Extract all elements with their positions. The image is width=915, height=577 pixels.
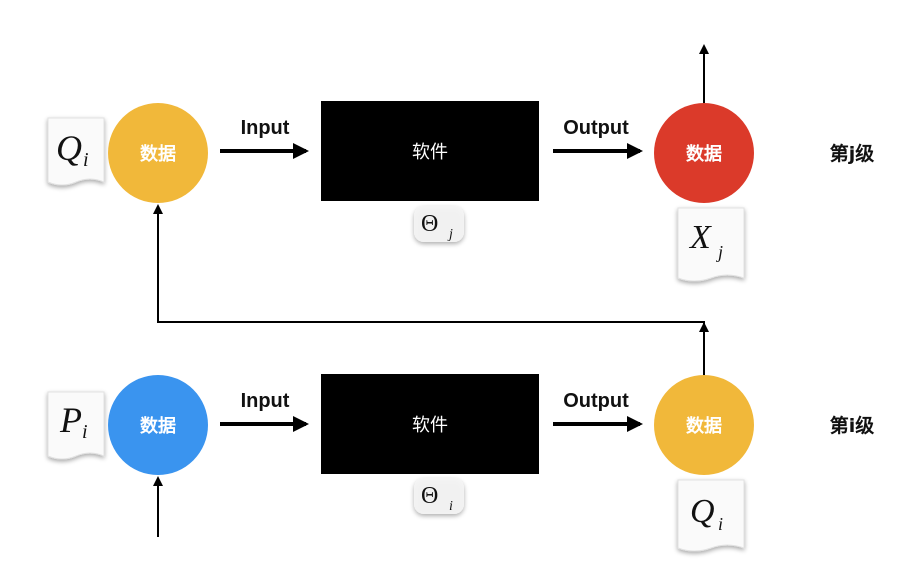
top-level-label: 第j级 xyxy=(830,142,875,165)
top-param-bg xyxy=(414,206,464,242)
bottom-output-data-circle xyxy=(654,375,754,475)
bottom-software-label: 软件 xyxy=(412,415,448,436)
top-input-data-circle xyxy=(108,103,208,203)
bottom-output-tag xyxy=(677,479,745,552)
bottom-input-arrow-label: Input xyxy=(241,390,290,412)
bottom-output-data-label: 数据 xyxy=(686,415,722,437)
bottom-input-tag-sub: i xyxy=(82,421,88,443)
bottom-output-arrow-label: Output xyxy=(563,390,629,412)
bottom-param-sub: i xyxy=(449,499,453,514)
bottom-param-bg xyxy=(414,478,464,514)
bottom-output-tag-main: Q xyxy=(690,493,715,530)
bottom-output-tag-sub: i xyxy=(718,514,723,534)
top-input-tag-main: Q xyxy=(56,128,82,168)
bottom-input-data-circle xyxy=(108,375,208,475)
top-param-sub: j xyxy=(447,227,453,242)
top-output-tag-main: X xyxy=(688,219,712,256)
top-output-data-label: 数据 xyxy=(686,143,722,165)
top-output-data-circle xyxy=(654,103,754,203)
top-software-box xyxy=(321,101,539,201)
top-param-main: Θ xyxy=(421,211,438,237)
top-input-data-label: 数据 xyxy=(140,143,176,165)
bottom-level-label: 第i级 xyxy=(830,414,875,437)
bottom-param-main: Θ xyxy=(421,483,438,509)
top-input-arrow-label: Input xyxy=(241,117,290,139)
top-software-label: 软件 xyxy=(412,142,448,163)
top-output-tag xyxy=(677,207,745,282)
bottom-input-data-label: 数据 xyxy=(140,415,176,437)
bottom-input-tag xyxy=(47,391,105,460)
top-input-tag xyxy=(47,117,105,186)
top-output-arrow-label: Output xyxy=(563,117,629,139)
top-output-tag-sub: j xyxy=(716,242,723,262)
bottom-input-tag-main: P xyxy=(59,400,82,440)
bottom-software-box xyxy=(321,374,539,474)
top-input-tag-sub: i xyxy=(83,149,89,171)
